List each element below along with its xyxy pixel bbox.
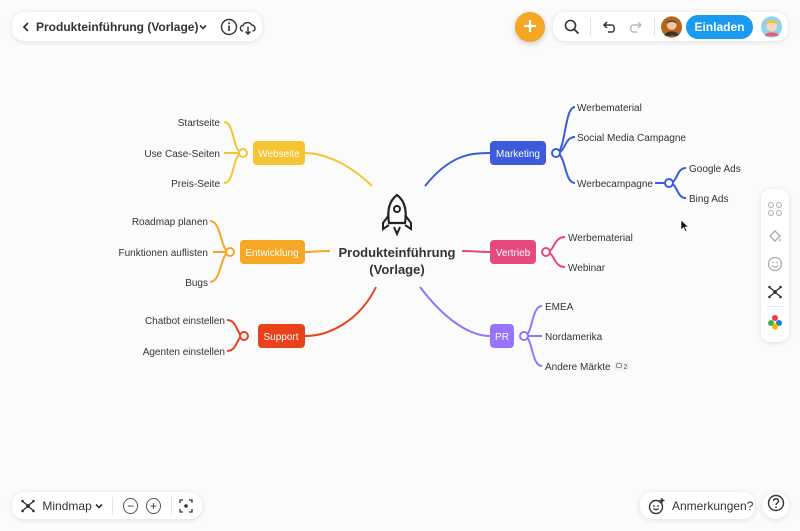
side-toolbar bbox=[761, 189, 789, 342]
leaf-topic[interactable]: Agenten einstellen bbox=[143, 347, 225, 358]
branch-marketing[interactable]: Marketing bbox=[490, 141, 546, 165]
chevron-down-icon[interactable] bbox=[198, 14, 208, 40]
top-toolbar: Einladen bbox=[553, 12, 788, 41]
undo-icon[interactable] bbox=[597, 14, 622, 40]
branch-vertrieb[interactable]: Vertrieb bbox=[490, 240, 536, 264]
leaf-topic[interactable]: Preis-Seite bbox=[171, 179, 220, 190]
leaf-topic[interactable]: Webinar bbox=[568, 263, 606, 274]
zoom-out-button[interactable]: − bbox=[123, 497, 138, 514]
divider bbox=[170, 496, 172, 515]
divider bbox=[112, 496, 114, 515]
document-title[interactable]: Produkteinführung (Vorlage) bbox=[36, 19, 199, 34]
color-palette-icon[interactable] bbox=[762, 309, 788, 335]
emoji-icon[interactable] bbox=[762, 251, 788, 277]
info-icon[interactable] bbox=[220, 14, 238, 40]
leaf-topic[interactable]: EMEA bbox=[545, 302, 574, 313]
chevron-left-icon[interactable] bbox=[20, 14, 32, 40]
leaf-topic[interactable]: Werbecampagne bbox=[577, 179, 653, 190]
leaf-topic[interactable]: Bugs bbox=[185, 278, 208, 289]
zoom-in-button[interactable]: + bbox=[145, 497, 161, 514]
comments-label: Anmerkungen? bbox=[672, 498, 754, 513]
leaf-topic[interactable]: Roadmap planen bbox=[132, 217, 208, 228]
view-label[interactable]: Mindmap bbox=[42, 498, 92, 513]
branch-pr[interactable]: PR bbox=[490, 324, 514, 348]
chevron-down-icon[interactable] bbox=[92, 493, 107, 519]
comment-badge[interactable]: 2 bbox=[614, 361, 630, 371]
central-topic-line1[interactable]: Produkteinführung bbox=[339, 245, 456, 260]
avatar[interactable] bbox=[760, 15, 782, 38]
document-title-bar: Produkteinführung (Vorlage) bbox=[12, 12, 262, 41]
leaf-topic[interactable]: Startseite bbox=[178, 118, 221, 129]
layout-grid-icon[interactable] bbox=[762, 196, 788, 222]
leaf-topic[interactable]: Werbematerial bbox=[568, 233, 633, 244]
avatar[interactable] bbox=[660, 15, 683, 38]
branch-entwicklung[interactable]: Entwicklung bbox=[240, 240, 305, 264]
leaf-topic[interactable]: Chatbot einstellen bbox=[145, 316, 225, 327]
divider bbox=[590, 17, 592, 36]
central-topic-line2[interactable]: (Vorlage) bbox=[369, 262, 424, 277]
branch-webseite[interactable]: Webseite bbox=[253, 141, 305, 165]
invite-button[interactable]: Einladen bbox=[686, 14, 753, 39]
branch-label: Marketing bbox=[496, 149, 540, 160]
paint-bucket-icon[interactable] bbox=[762, 223, 788, 249]
branch-label: Support bbox=[263, 332, 298, 343]
help-icon bbox=[767, 494, 785, 517]
help-button[interactable] bbox=[762, 492, 789, 519]
branch-label: Entwicklung bbox=[245, 248, 298, 259]
rocket-icon bbox=[382, 193, 412, 237]
divider bbox=[767, 306, 783, 308]
mindmap-view-icon[interactable] bbox=[20, 493, 36, 519]
leaf-topic[interactable]: Social Media Campagne bbox=[577, 133, 686, 144]
comment-count: 2 bbox=[624, 364, 628, 371]
search-icon[interactable] bbox=[559, 14, 584, 40]
plus-icon bbox=[522, 14, 538, 40]
leaf-topic[interactable]: Nordamerika bbox=[545, 332, 603, 343]
mindmap-structure-icon[interactable] bbox=[762, 279, 788, 305]
divider bbox=[653, 17, 655, 36]
add-button[interactable] bbox=[515, 12, 545, 42]
view-switcher: Mindmap − + bbox=[12, 492, 202, 519]
branch-support[interactable]: Support bbox=[258, 324, 305, 348]
leaf-topic[interactable]: Use Case-Seiten bbox=[144, 149, 220, 160]
cloud-download-icon[interactable] bbox=[238, 14, 258, 40]
leaf-topic[interactable]: Werbematerial bbox=[577, 103, 642, 114]
comments-button[interactable]: Anmerkungen? bbox=[640, 492, 755, 519]
branch-label: Webseite bbox=[258, 149, 300, 160]
branch-label: Vertrieb bbox=[496, 248, 531, 259]
mouse-cursor-icon bbox=[680, 219, 690, 232]
branch-label: PR bbox=[495, 332, 509, 343]
leaf-topic[interactable]: Google Ads bbox=[689, 164, 741, 175]
leaf-topic[interactable]: Bing Ads bbox=[689, 194, 728, 205]
leaf-topic[interactable]: Andere Märkte bbox=[545, 362, 611, 373]
fit-to-screen-icon[interactable] bbox=[178, 493, 194, 519]
redo-icon[interactable] bbox=[623, 14, 648, 40]
add-comment-icon bbox=[648, 493, 666, 519]
leaf-topic[interactable]: Funktionen auflisten bbox=[118, 248, 208, 259]
